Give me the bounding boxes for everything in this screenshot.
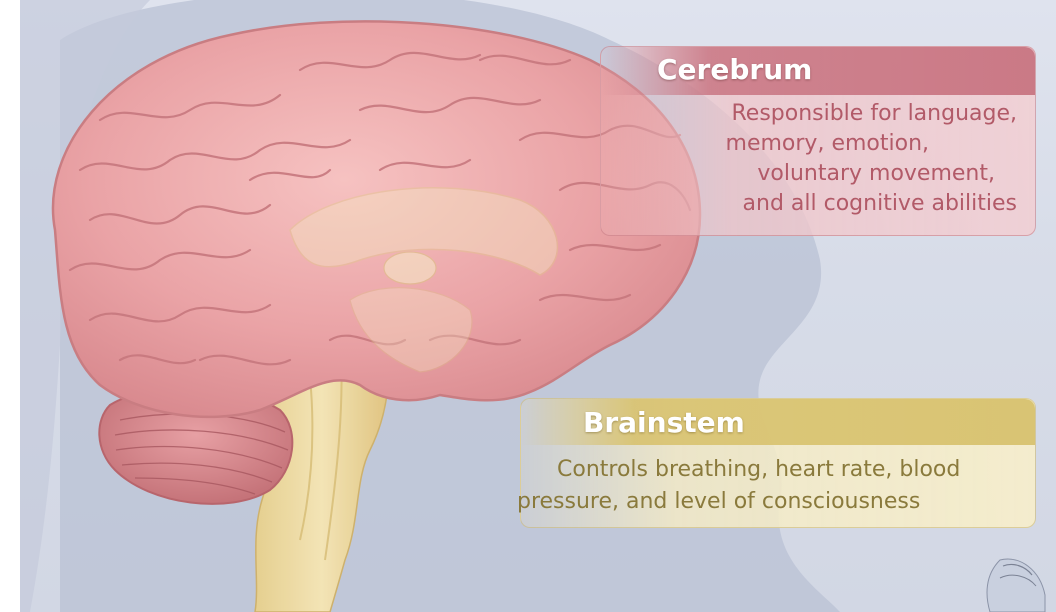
cerebrum-description-line: and all cognitive abilities bbox=[743, 189, 1017, 219]
brainstem-title: Brainstem bbox=[583, 406, 745, 439]
cerebrum-title: Cerebrum bbox=[657, 53, 812, 86]
cerebrum-callout: Cerebrum Responsible for language, memor… bbox=[600, 46, 1036, 236]
brainstem-description-line: Controls breathing, heart rate, blood bbox=[557, 455, 960, 485]
brainstem-callout: Brainstem Controls breathing, heart rate… bbox=[520, 398, 1036, 528]
cerebrum-description-line: voluntary movement, bbox=[757, 159, 995, 189]
cerebrum-description-line: Responsible for language, bbox=[731, 99, 1017, 129]
profile-icon bbox=[987, 559, 1045, 612]
brainstem-description-line: pressure, and level of consciousness bbox=[517, 487, 920, 517]
cerebrum-description-line: memory, emotion, bbox=[726, 129, 929, 159]
